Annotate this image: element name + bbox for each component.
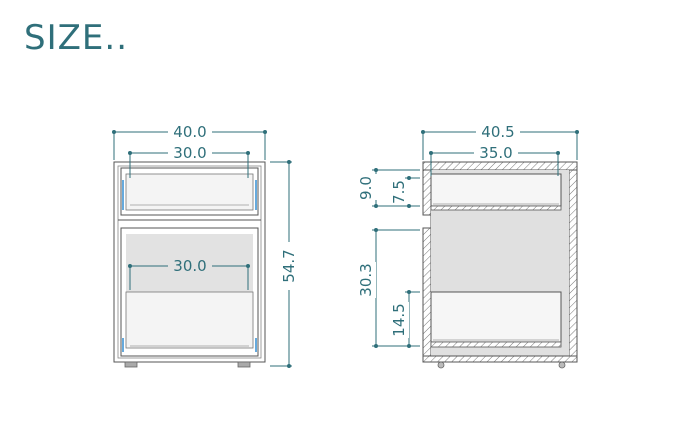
dim-side-inner-depth-label: 35.0: [479, 144, 512, 162]
side-bottom-drawer-box: [430, 291, 562, 343]
side-caster-front: [437, 361, 445, 369]
dim-side-bottom-drawer-outer-height: 30.3: [357, 228, 420, 348]
dim-side-inner-depth: 35.0: [429, 144, 560, 176]
front-foot-left: [124, 361, 138, 368]
dim-side-bottom-drawer-inner-height-label: 14.5: [390, 303, 408, 336]
top-drawer-panel: [125, 173, 254, 211]
dim-side-top-drawer-outer-height: 9.0: [357, 168, 420, 208]
side-top-drawer-front: [422, 169, 432, 216]
front-foot-right: [237, 361, 251, 368]
side-bottom-drawer-front: [422, 227, 432, 357]
dim-side-bottom-drawer-inner-height: 14.5: [390, 290, 420, 348]
front-cabinet-inner: [117, 165, 262, 359]
side-top-drawer-box: [430, 173, 562, 207]
dim-side-top-drawer-inner-height-label: 7.5: [390, 180, 408, 204]
side-caster-back: [558, 361, 566, 369]
dim-front-total-height-label: 54.7: [280, 249, 298, 282]
dim-side-total-depth-label: 40.5: [481, 123, 514, 141]
dim-side-total-depth: 40.5: [421, 123, 579, 160]
page-title: SIZE..: [24, 18, 128, 58]
dim-front-inner-width-top: 30.0: [128, 144, 250, 178]
dim-front-total-height: 54.7: [270, 160, 298, 368]
side-top-panel: [422, 161, 578, 171]
side-back-panel: [568, 169, 578, 357]
front-view: 40.0 30.0 30.0: [112, 123, 298, 368]
dim-front-total-width-label: 40.0: [173, 123, 206, 141]
dim-front-inner-width-top-label: 30.0: [173, 144, 206, 162]
dim-front-total-width: 40.0: [112, 123, 267, 160]
dim-side-top-drawer-outer-height-label: 9.0: [357, 176, 375, 200]
dim-front-inner-width-bottom: 30.0: [128, 257, 250, 290]
bottom-drawer-shelf: [126, 234, 253, 292]
side-view: 40.5 35.0 9.0: [357, 123, 579, 369]
bottom-drawer-panel: [125, 291, 254, 349]
dim-side-bottom-drawer-outer-height-label: 30.3: [357, 263, 375, 296]
dim-side-top-drawer-inner-height: 7.5: [390, 176, 420, 208]
dim-front-inner-width-bottom-label: 30.0: [173, 257, 206, 275]
side-bottom-panel: [422, 355, 578, 363]
